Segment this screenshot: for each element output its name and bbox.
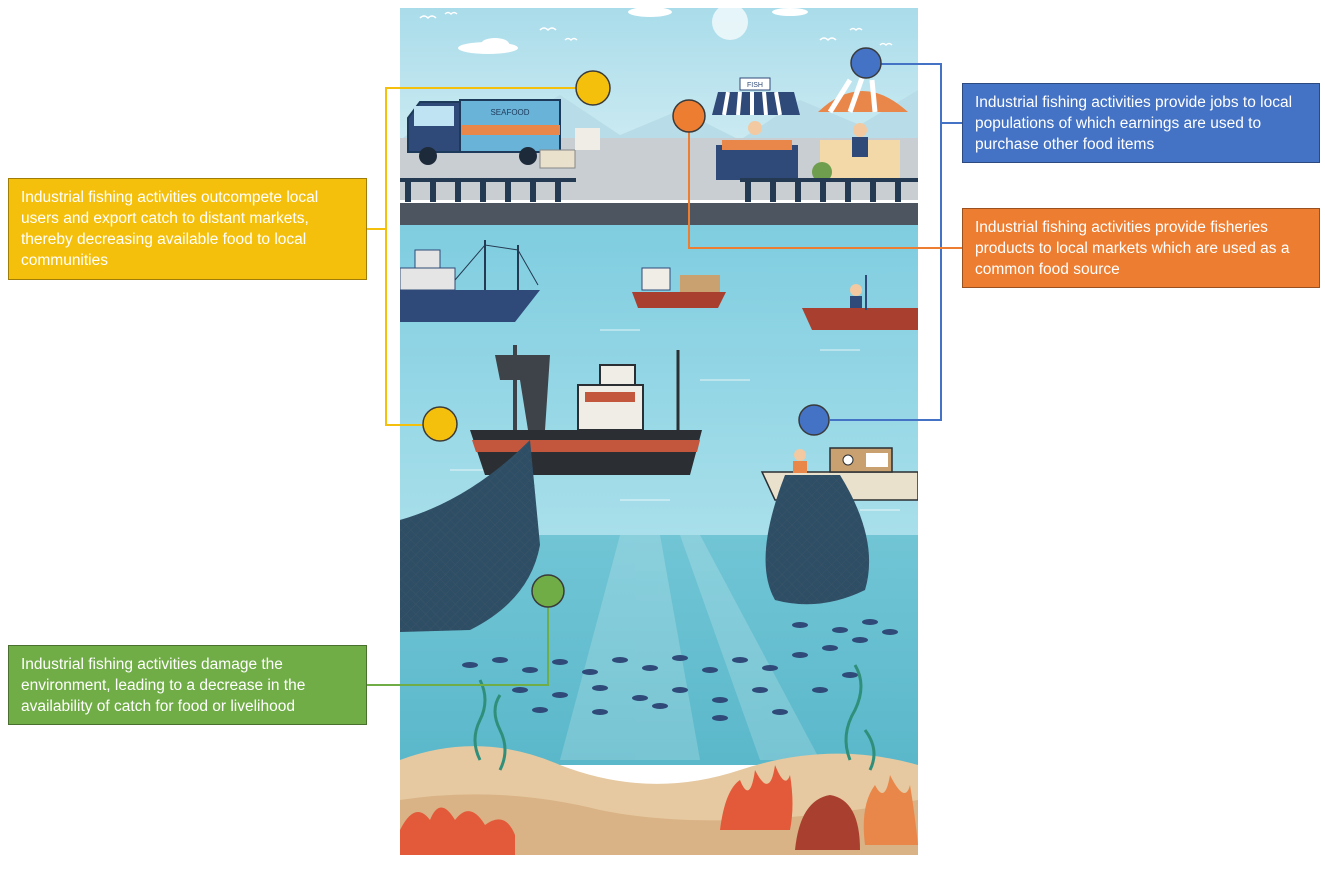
small-cargo-boat [632, 267, 726, 308]
callout-green: Industrial fishing activities damage the… [8, 645, 367, 725]
pier-railing [400, 178, 918, 202]
marker-yellow-bottom [422, 406, 458, 442]
markers [422, 47, 882, 608]
connector-orange [688, 130, 962, 249]
callout-yellow: Industrial fishing activities outcompete… [8, 178, 367, 280]
fan-coral [795, 795, 860, 850]
birds [419, 11, 893, 47]
fish-school [462, 619, 898, 721]
callout-orange: Industrial fishing activities provide fi… [962, 208, 1320, 288]
fish-market-stall: FISH [712, 77, 800, 180]
connector-lines [367, 63, 962, 686]
connector-blue-top [880, 63, 962, 124]
pier-edge [400, 203, 918, 225]
connector-yellow-top [367, 87, 580, 230]
seaweed [473, 664, 876, 771]
marker-orange [672, 99, 706, 133]
trawler-boat-left [400, 240, 540, 322]
connector-blue-bottom [830, 123, 942, 421]
sun [712, 8, 748, 40]
coral-reef [400, 765, 793, 855]
cloud [458, 8, 808, 54]
market-sign: FISH [747, 82, 763, 89]
marker-blue-top [850, 47, 882, 79]
delivery-truck: SEAFOOD [407, 99, 600, 169]
produce-market-stall [812, 77, 908, 182]
connector-yellow-bottom [385, 229, 425, 426]
marker-blue-bottom [798, 404, 830, 436]
callout-blue: Industrial fishing activities provide jo… [962, 83, 1320, 163]
marker-yellow-top [575, 70, 611, 106]
connector-green [367, 605, 549, 686]
truck-sign: SEAFOOD [490, 108, 529, 117]
marker-green [531, 574, 565, 608]
rowboat [802, 275, 918, 330]
illustration-panel: SEAFOOD FISH [400, 8, 918, 855]
